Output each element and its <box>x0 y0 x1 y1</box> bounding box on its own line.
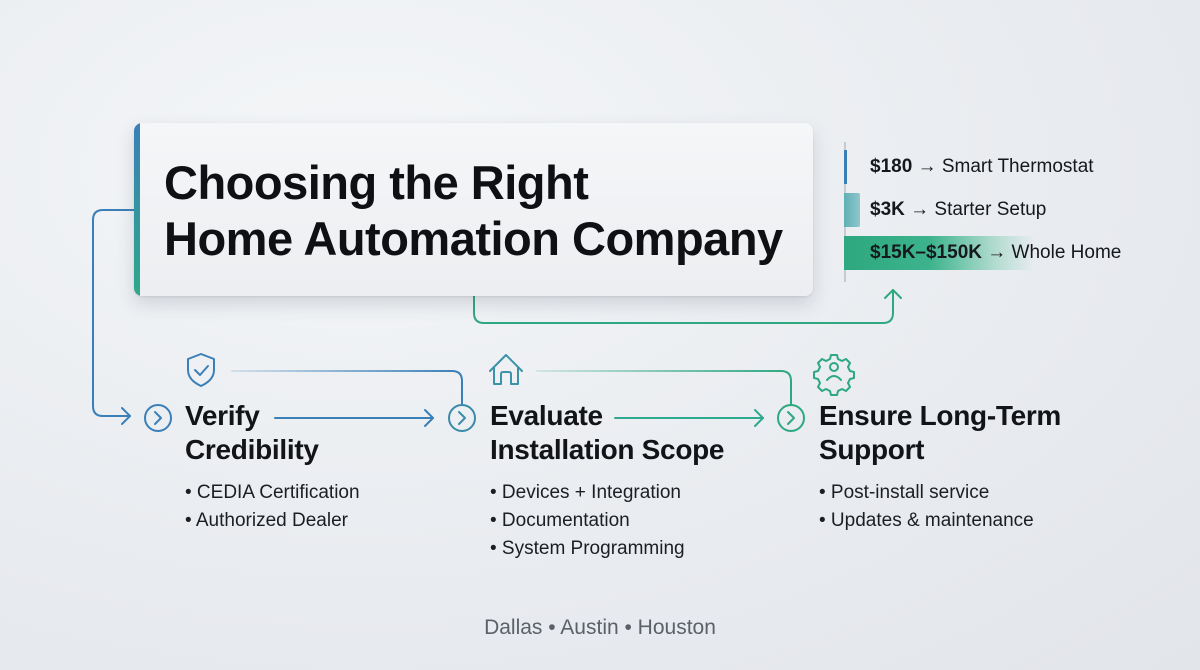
title-line-2: Home Automation Company <box>164 212 783 265</box>
bullet-item: • Authorized Dealer <box>185 510 348 531</box>
price-tier-price: $15K–$150K <box>870 242 982 263</box>
shield-check-icon <box>187 353 215 387</box>
bullet-item: • Documentation <box>490 510 630 531</box>
price-tier-label: Whole Home <box>1011 242 1122 263</box>
bullet-item: • System Programming <box>490 538 685 559</box>
step-ensure-long-term-support: Ensure Long-Term Support • Post-install … <box>819 399 1061 535</box>
price-tier-price: $3K <box>870 199 905 220</box>
step-evaluate-installation-scope: Evaluate Installation Scope • Devices + … <box>490 399 725 563</box>
bullet-item: • Post-install service <box>819 482 990 503</box>
connector-title-to-step1 <box>92 209 135 425</box>
step-title-line-2: Support <box>819 434 925 465</box>
step-title-line-1: Evaluate <box>490 400 603 431</box>
step-title: Evaluate Installation Scope <box>490 399 725 467</box>
price-tier-price: $180 <box>870 156 913 177</box>
connector-step2-to-step3 <box>536 370 792 427</box>
price-tier-text: $3K → Starter Setup <box>844 199 1046 221</box>
connector-title-to-prices <box>473 289 902 324</box>
page-title: Choosing the Right Home Automation Compa… <box>164 155 783 267</box>
chevron-circle-icon <box>448 404 476 432</box>
step-title-line-2: Credibility <box>185 434 319 465</box>
step-title-line-1: Ensure Long-Term <box>819 400 1062 431</box>
price-tier-list: $180 → Smart Thermostat $3K → Starter Se… <box>844 142 1144 282</box>
step-verify-credibility: Verify Credibility • CEDIA Certification… <box>185 399 360 535</box>
chevron-circle-icon <box>144 404 172 432</box>
price-tier-row: $15K–$150K → Whole Home <box>844 236 1121 270</box>
bullet-item: • CEDIA Certification <box>185 482 360 503</box>
bullet-item: • Updates & maintenance <box>819 510 1034 531</box>
price-tier-text: $15K–$150K → Whole Home <box>844 242 1121 264</box>
price-tier-bar <box>844 193 860 227</box>
bullet-item: • Devices + Integration <box>490 482 681 503</box>
gear-user-icon <box>813 354 855 396</box>
step-title: Verify Credibility <box>185 399 360 467</box>
connector-step1-to-step2 <box>231 370 463 427</box>
footer-locations: Dallas • Austin • Houston <box>484 616 716 639</box>
price-tier-bar <box>844 236 1034 270</box>
step-bullet-list: • Devices + Integration • Documentation … <box>490 479 724 563</box>
step-title-line-1: Verify <box>185 400 260 431</box>
price-tier-text: $180 → Smart Thermostat <box>844 156 1094 178</box>
chevron-circle-icon <box>777 404 805 432</box>
step-title-line-2: Installation Scope <box>490 434 725 465</box>
title-accent-bar <box>134 123 140 296</box>
price-tier-row: $3K → Starter Setup <box>844 193 1046 227</box>
step-title: Ensure Long-Term Support <box>819 399 1061 467</box>
title-card: Choosing the Right Home Automation Compa… <box>134 123 813 296</box>
step-bullet-list: • CEDIA Certification • Authorized Deale… <box>185 479 360 535</box>
price-tier-row: $180 → Smart Thermostat <box>844 150 1094 184</box>
step-bullet-list: • Post-install service • Updates & maint… <box>819 479 1061 535</box>
price-tier-bar <box>844 150 847 184</box>
arrow-right-icon: → <box>910 199 930 220</box>
price-tier-label: Starter Setup <box>934 199 1047 220</box>
price-tier-label: Smart Thermostat <box>941 156 1094 177</box>
title-line-1: Choosing the Right <box>164 156 589 209</box>
arrow-right-icon: → <box>917 156 937 177</box>
arrow-right-icon: → <box>987 242 1007 263</box>
house-icon <box>489 354 523 385</box>
